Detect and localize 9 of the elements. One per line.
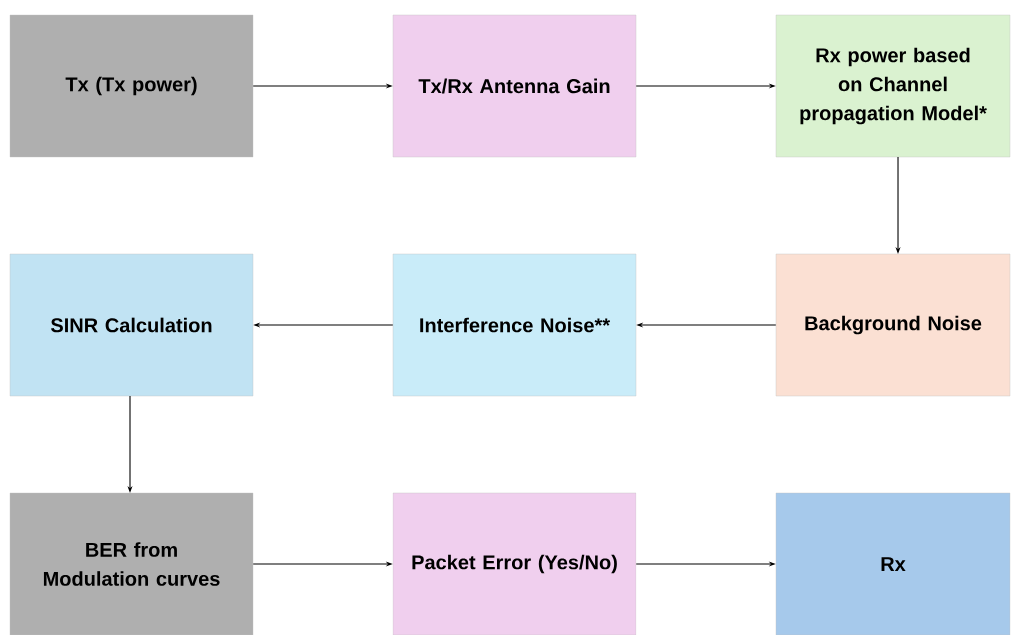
process-box: Rx [775, 492, 1011, 635]
process-box: Interference Noise** [392, 253, 637, 397]
process-box: Background Noise [775, 253, 1011, 397]
process-box: Tx/Rx Antenna Gain [392, 14, 637, 158]
process-box: Rx power based on Channel propagation Model* [775, 14, 1011, 158]
process-box: SINR Calculation [9, 253, 254, 397]
process-box: BER from Modulation curves [9, 492, 254, 635]
process-box: Packet Error (Yes/No) [392, 492, 637, 635]
process-box: Tx (Tx power) [9, 14, 254, 158]
